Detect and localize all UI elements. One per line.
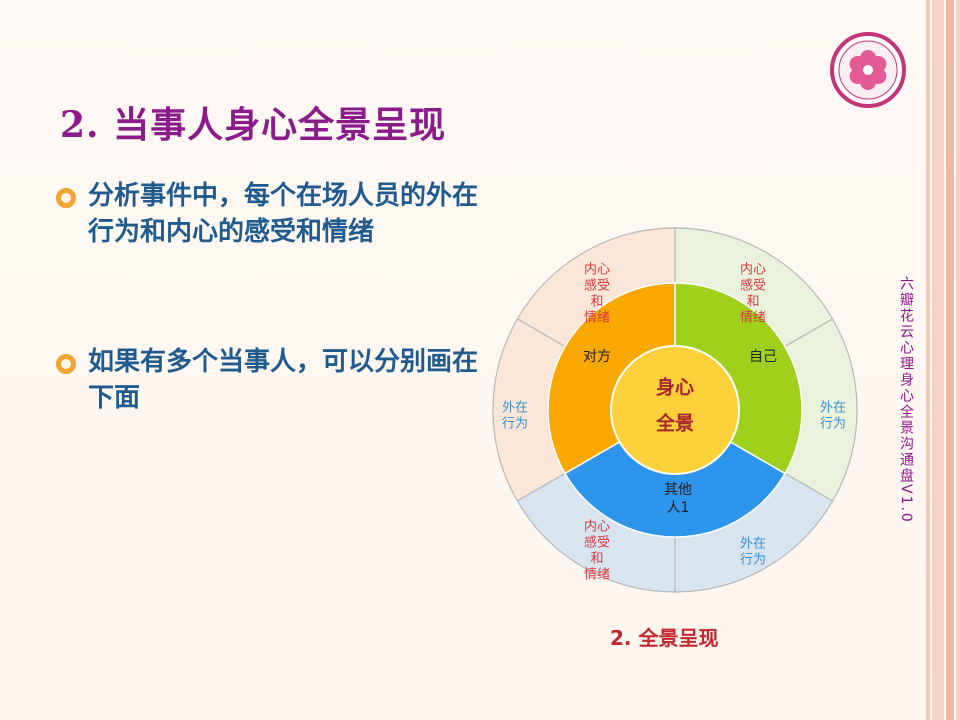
bullet-text: 如果有多个当事人，可以分别画在下面	[88, 347, 479, 413]
vertical-caption-version: 身心全景沟通盘V1.0	[898, 372, 914, 524]
stripe	[926, 0, 930, 720]
outer-ring-label: 感受	[584, 278, 610, 294]
decorative-stripes	[922, 0, 960, 720]
outer-ring-label: 和	[590, 295, 603, 310]
stripe	[946, 0, 954, 720]
outer-ring-label: 情绪	[740, 311, 766, 326]
six-petal-flower-logo	[830, 32, 906, 108]
outer-ring-label: 行为	[740, 553, 766, 568]
outer-ring-label: 内心	[584, 262, 610, 278]
middle-ring-label: 自己	[749, 349, 777, 365]
bullet-item: 如果有多个当事人，可以分别画在下面	[56, 344, 488, 416]
bullet-item: 分析事件中，每个在场人员的外在行为和内心的感受和情绪	[56, 178, 488, 250]
slide-title: 2. 当事人身心全景呈现	[60, 104, 447, 146]
outer-ring-label: 情绪	[584, 311, 610, 326]
bullet-ring-icon	[56, 354, 76, 374]
outer-ring-label: 行为	[820, 417, 846, 432]
outer-ring-label: 感受	[584, 535, 610, 551]
outer-ring-label: 内心	[584, 519, 610, 535]
bullet-text: 分析事件中，每个在场人员的外在行为和内心的感受和情绪	[88, 181, 479, 247]
outer-ring-label: 情绪	[584, 568, 610, 583]
center-label: 身心	[656, 376, 694, 399]
middle-ring-label: 其他	[664, 482, 692, 498]
outer-ring-label: 内心	[740, 262, 766, 278]
outer-ring-label: 和	[746, 295, 759, 310]
vertical-caption-brand: 六瓣花云心理	[898, 276, 914, 372]
center-circle	[610, 345, 740, 475]
outer-ring-label: 感受	[740, 278, 766, 294]
stripe	[932, 0, 944, 720]
figure-caption: 2. 全景呈现	[610, 626, 719, 650]
body-mind-panorama-wheel: 身心全景对方自己其他人1内心感受和情绪内心感受和情绪外在行为外在行为内心感受和情…	[492, 227, 858, 593]
vertical-caption: 六瓣花云心理身心全景沟通盘V1.0	[892, 276, 916, 524]
outer-ring-label: 外在	[820, 401, 846, 416]
stripe	[956, 0, 960, 720]
outer-ring-label: 和	[590, 552, 603, 567]
center-label: 全景	[655, 412, 694, 435]
middle-ring-label: 对方	[583, 349, 611, 365]
outer-ring-label: 行为	[502, 417, 528, 432]
outer-ring-label: 外在	[740, 537, 766, 552]
bullet-ring-icon	[56, 188, 76, 208]
middle-ring-label: 人1	[667, 500, 690, 516]
outer-ring-label: 外在	[502, 401, 528, 416]
